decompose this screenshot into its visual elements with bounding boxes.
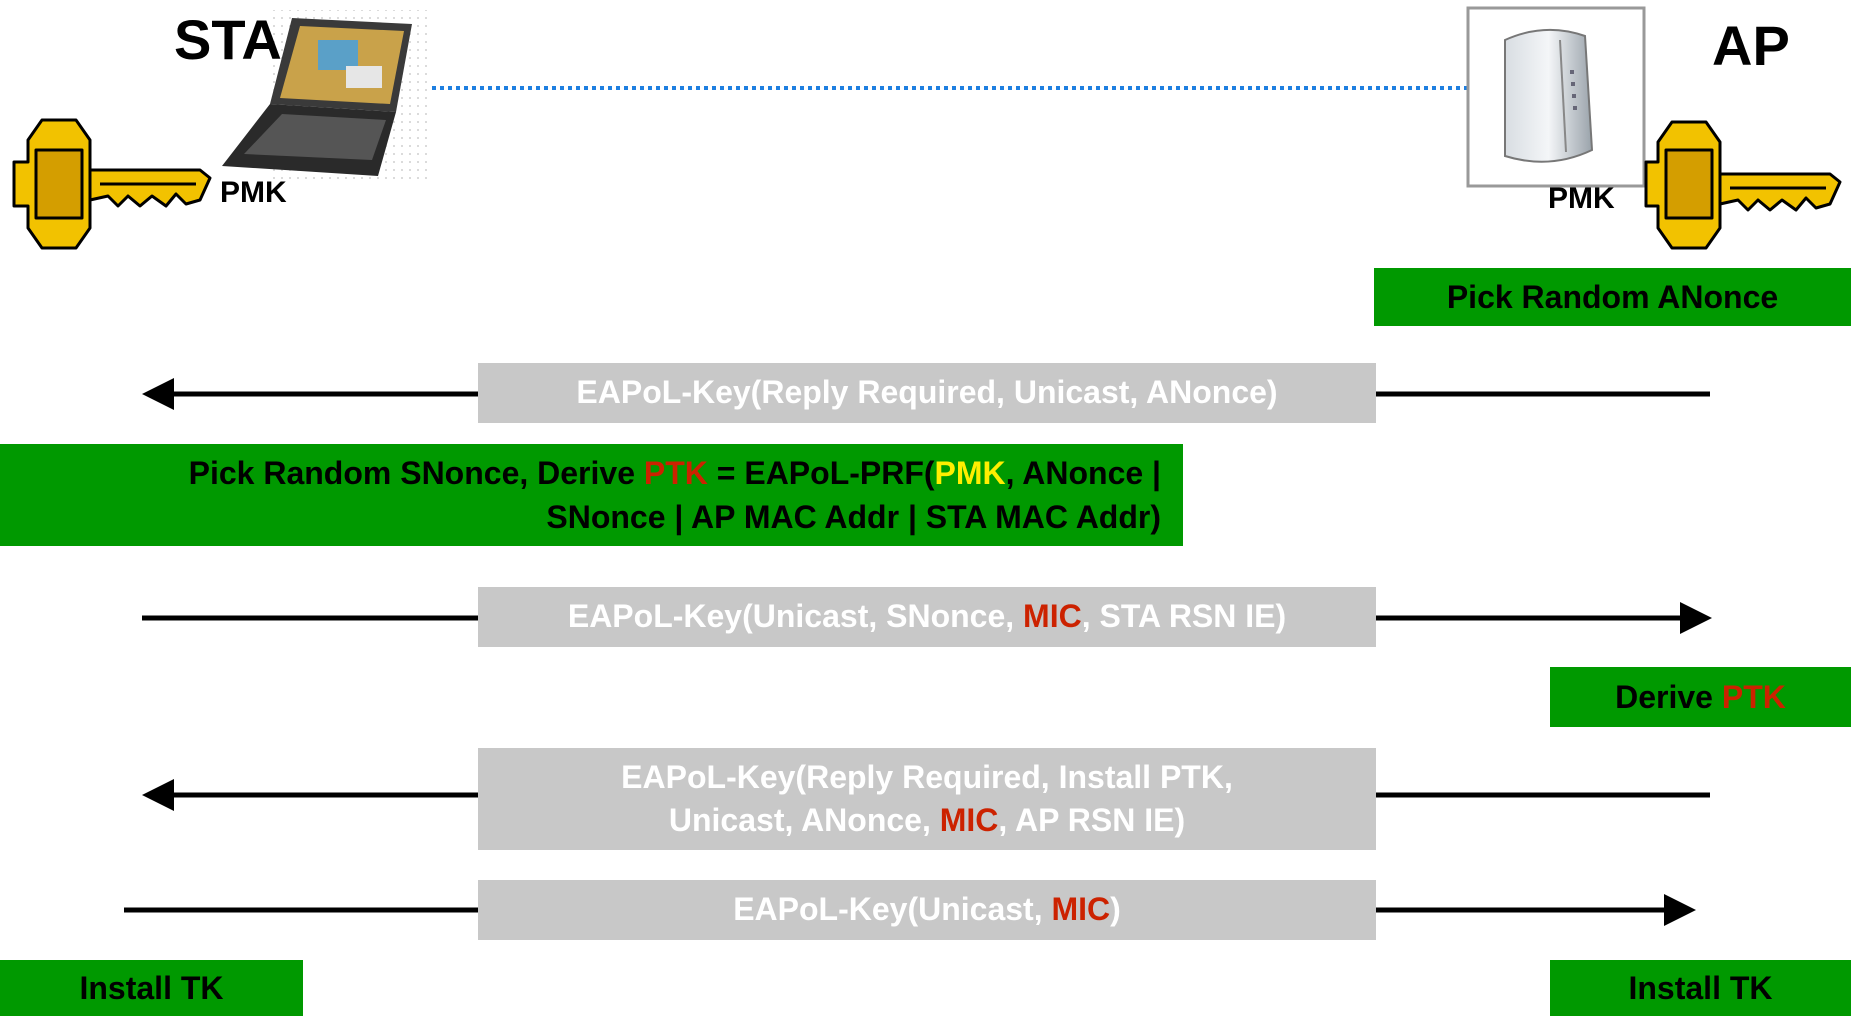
msg1-text: EAPoL-Key(Reply Required, Unicast, ANonc… — [576, 374, 1278, 411]
sta-derive-text-c: , ANonce | — [1005, 454, 1161, 491]
msg3-text-a: Unicast, ANonce, — [668, 802, 940, 838]
msg2-arrowhead — [1680, 602, 1712, 634]
msg3-line2: Unicast, ANonce, MIC, AP RSN IE) — [669, 799, 1185, 842]
msg1-box: EAPoL-Key(Reply Required, Unicast, ANonc… — [478, 363, 1376, 423]
msg2-text-b: , STA RSN IE) — [1081, 598, 1287, 635]
ptk-highlight: PTK — [643, 454, 708, 491]
msg3-line1: EAPoL-Key(Reply Required, Install PTK, — [621, 758, 1233, 795]
ap-pick-anonce-step: Pick Random ANonce — [1374, 268, 1851, 326]
msg4-text: EAPoL-Key(Unicast, MIC) — [733, 888, 1121, 931]
ap-derive-prefix: Derive — [1615, 678, 1722, 715]
ap-pick-anonce-text: Pick Random ANonce — [1446, 278, 1779, 315]
msg3-text-b: , AP RSN IE) — [998, 802, 1186, 838]
msg3-box: EAPoL-Key(Reply Required, Install PTK, U… — [478, 748, 1376, 850]
sta-derive-line2: SNonce | AP MAC Addr | STA MAC Addr) — [546, 499, 1161, 535]
pmk-highlight: PMK — [934, 454, 1006, 491]
msg4-text-b: ) — [1110, 891, 1121, 928]
msg2-box: EAPoL-Key(Unicast, SNonce, MIC, STA RSN … — [478, 587, 1376, 647]
ap-ptk-highlight: PTK — [1721, 678, 1786, 715]
sta-install-tk-step: Install TK — [0, 960, 303, 1016]
msg4-mic-highlight: MIC — [1051, 891, 1111, 928]
msg2-mic-highlight: MIC — [1023, 598, 1082, 635]
msg2-text: EAPoL-Key(Unicast, SNonce, MIC, STA RSN … — [568, 595, 1286, 638]
msg4-arrowhead — [1664, 894, 1696, 926]
sta-derive-text-b: = EAPoL-PRF( — [707, 454, 935, 491]
msg2-text-a: EAPoL-Key(Unicast, SNonce, — [567, 598, 1024, 635]
sta-key-icon — [12, 118, 212, 250]
msg4-text-a: EAPoL-Key(Unicast, — [733, 891, 1052, 928]
ap-install-tk-text: Install TK — [1628, 969, 1773, 1006]
msg1-arrowhead — [142, 378, 174, 410]
sta-derive-ptk-step: Pick Random SNonce, Derive PTK = EAPoL-P… — [0, 444, 1183, 546]
sta-derive-text-a: Pick Random SNonce, Derive — [188, 454, 644, 491]
msg3-arrowhead — [142, 779, 174, 811]
msg3-mic-highlight: MIC — [939, 802, 999, 838]
ap-install-tk-step: Install TK — [1550, 960, 1851, 1016]
ap-derive-text: Derive PTK — [1615, 679, 1786, 716]
sta-pmk-label: PMK — [220, 176, 287, 209]
ap-pmk-label: PMK — [1548, 182, 1615, 215]
ap-label: AP — [1712, 14, 1790, 77]
sta-derive-line1: Pick Random SNonce, Derive PTK = EAPoL-P… — [189, 451, 1161, 495]
msg4-box: EAPoL-Key(Unicast, MIC) — [478, 880, 1376, 940]
access-point-icon — [1466, 6, 1646, 188]
laptop-icon — [222, 10, 428, 185]
ap-key-icon — [1644, 120, 1842, 250]
sta-label: STA — [174, 8, 282, 71]
ap-derive-ptk-step: Derive PTK — [1550, 667, 1851, 727]
sta-install-tk-text: Install TK — [79, 969, 224, 1006]
